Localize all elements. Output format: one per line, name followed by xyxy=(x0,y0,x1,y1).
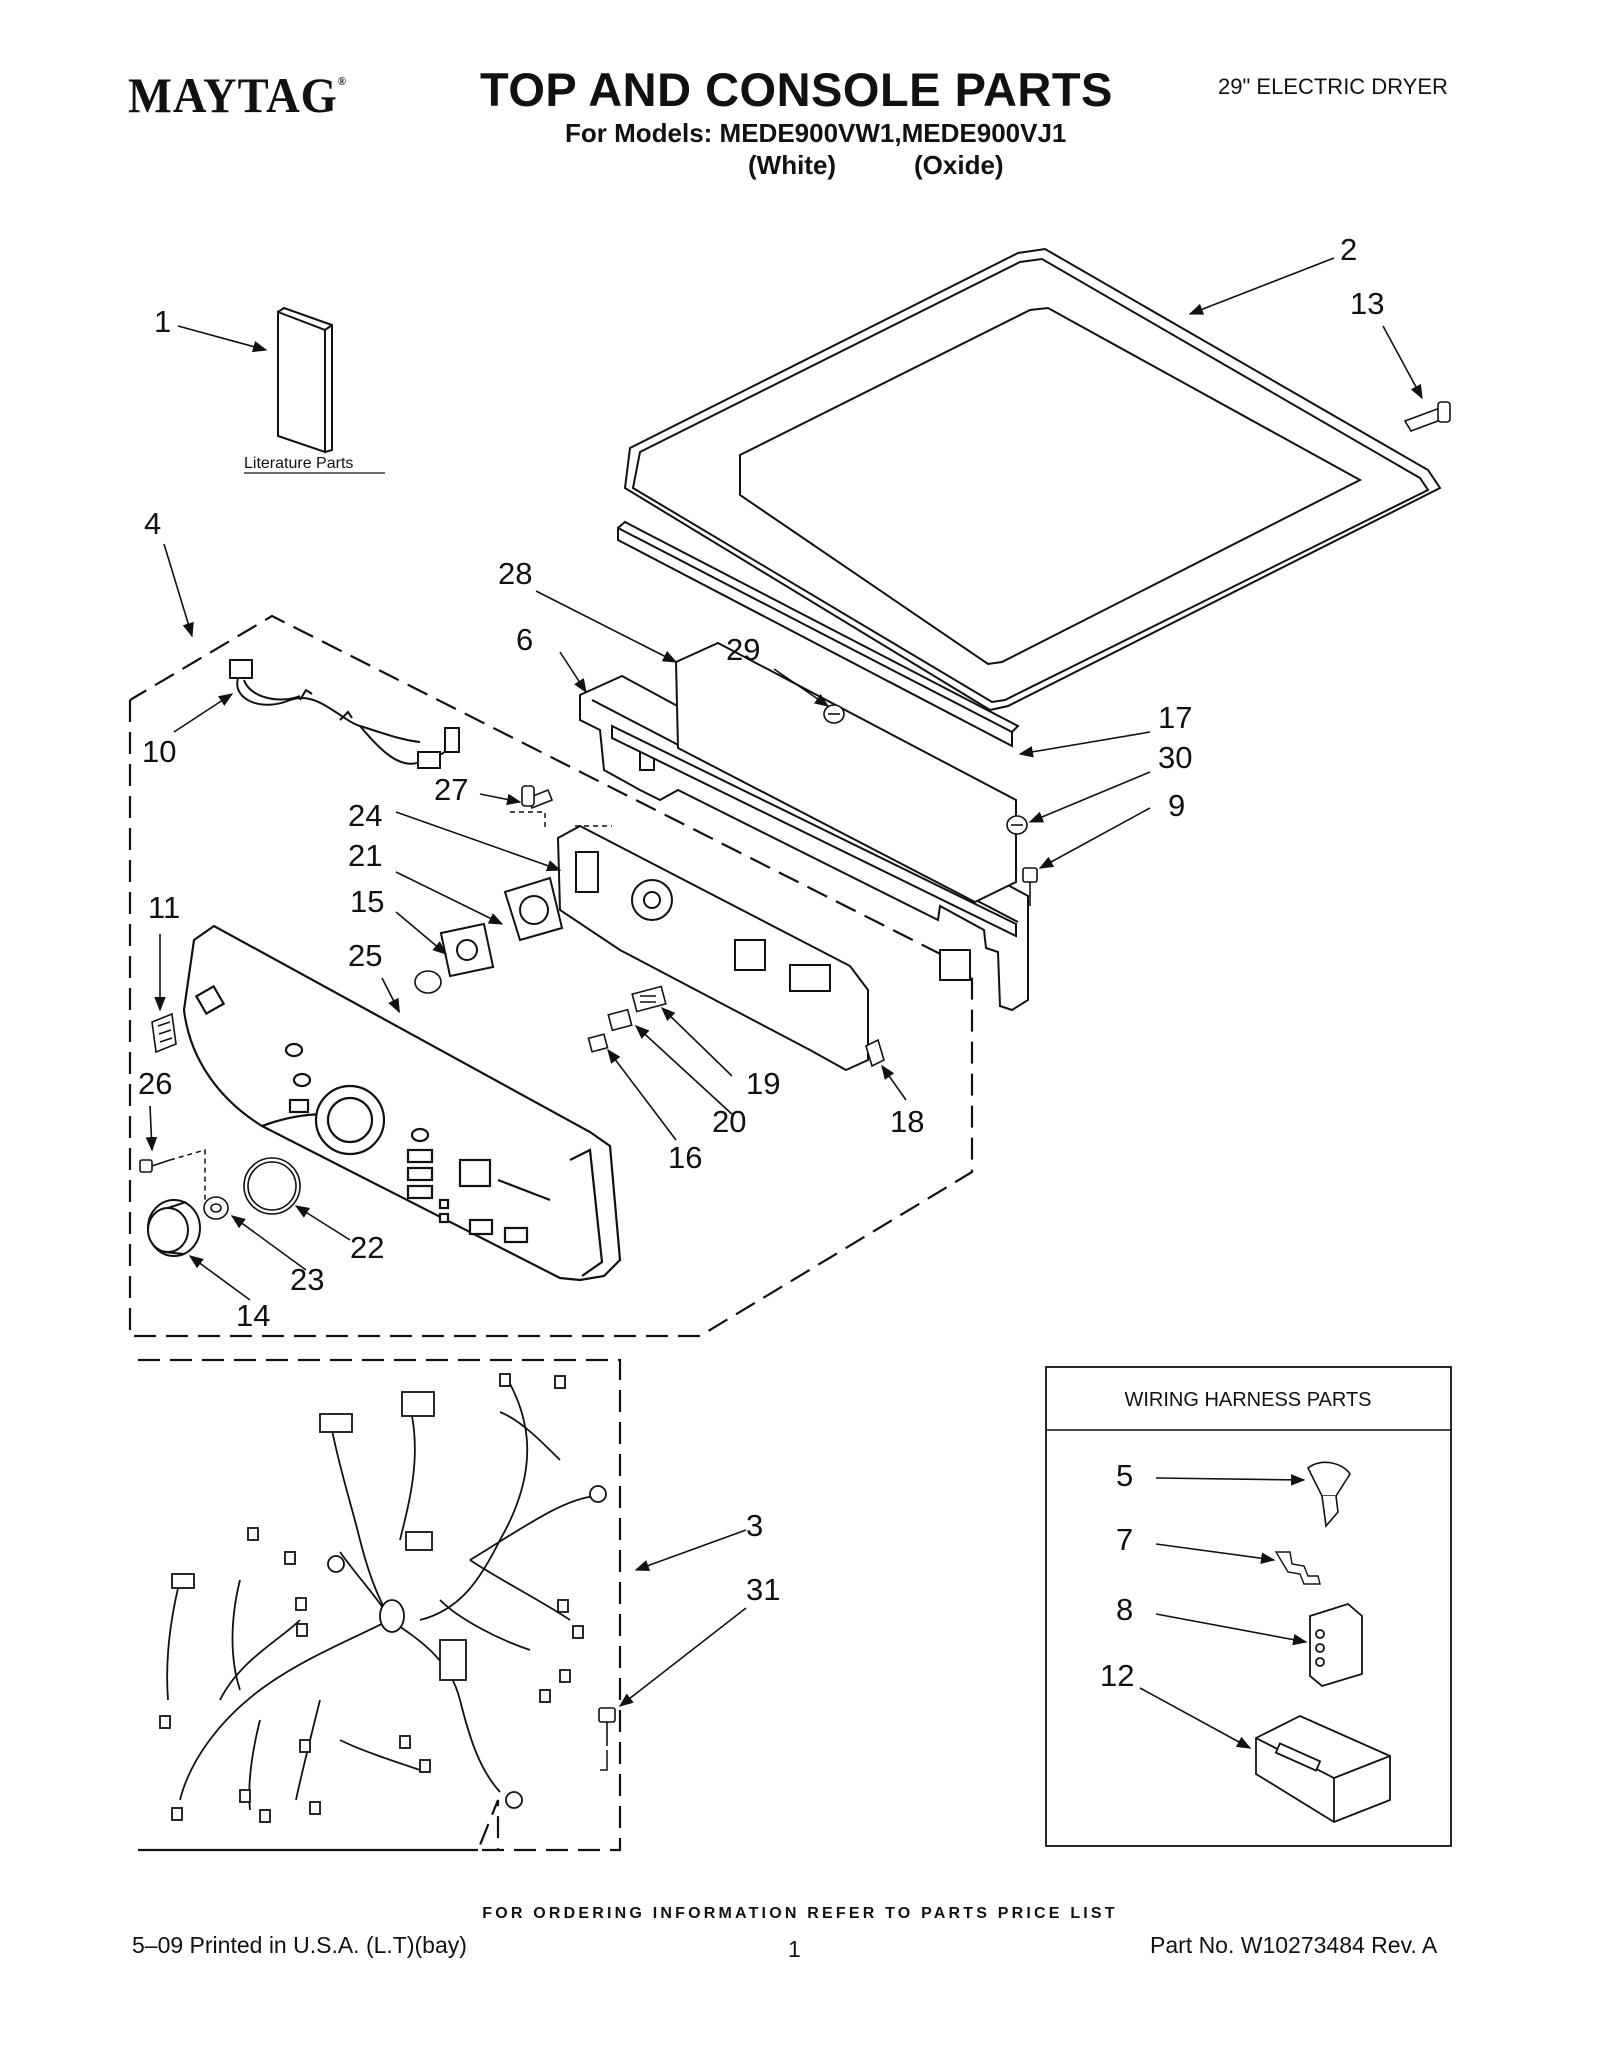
part-number: Part No. W10273484 Rev. A xyxy=(1150,1932,1438,1958)
harness-connector-housing xyxy=(1309,1602,1363,1688)
console-end-clip xyxy=(151,1012,177,1054)
knob-insert xyxy=(203,1196,229,1220)
callout-3: 3 xyxy=(746,1508,763,1543)
callout-31: 31 xyxy=(746,1572,780,1607)
callout-26: 26 xyxy=(138,1066,172,1101)
leader-lines xyxy=(145,257,1423,1749)
dryer-top-panel xyxy=(617,247,1442,748)
harness-clip xyxy=(1307,1461,1351,1528)
callout-18: 18 xyxy=(890,1104,924,1139)
callout-16: 16 xyxy=(668,1140,702,1175)
callout-24: 24 xyxy=(348,798,382,833)
console-panel xyxy=(182,924,622,1282)
callout-14: 14 xyxy=(236,1298,270,1333)
models-line: For Models: MEDE900VW1,MEDE900VJ1 xyxy=(565,118,1067,148)
callout-6: 6 xyxy=(516,622,533,657)
ground-screw xyxy=(598,1707,616,1746)
callout-11: 11 xyxy=(148,890,180,925)
console-shield xyxy=(674,641,1017,904)
callout-17: 17 xyxy=(1158,700,1192,735)
encoder-housing xyxy=(503,876,564,942)
variant-white: (White) xyxy=(748,150,837,180)
screw-alignment-guide xyxy=(510,811,612,830)
shield-clip-30 xyxy=(1006,815,1028,835)
callout-30: 30 xyxy=(1158,740,1192,775)
variant-oxide: (Oxide) xyxy=(914,150,1004,180)
print-info: 5–09 Printed in U.S.A. (L.T)(bay) xyxy=(132,1932,467,1958)
harness-assembly-boundary xyxy=(138,1358,622,1852)
button-key-19 xyxy=(631,985,667,1013)
button-key-16 xyxy=(587,1033,609,1053)
callout-20: 20 xyxy=(712,1104,746,1139)
console-screw xyxy=(521,785,554,810)
main-wire-harness xyxy=(159,1373,607,1823)
ground-screw-guide xyxy=(600,1750,608,1771)
callout-21: 21 xyxy=(348,838,382,873)
brand-name: MAYTAG xyxy=(128,67,338,123)
callout-25: 25 xyxy=(348,938,382,973)
console-assembly-boundary xyxy=(128,614,974,1338)
harness-connector-block xyxy=(1255,1715,1391,1824)
callout-2: 2 xyxy=(1340,232,1357,267)
top-screw xyxy=(1403,401,1451,432)
callout-9: 9 xyxy=(1168,788,1185,823)
callout-23: 23 xyxy=(290,1262,324,1297)
button-key-20 xyxy=(607,1008,633,1032)
ordering-note: FOR ORDERING INFORMATION REFER TO PARTS … xyxy=(482,1905,1118,1922)
brand-logo: MAYTAG® xyxy=(128,66,347,124)
callout-28: 28 xyxy=(498,556,532,591)
product-type: 29" ELECTRIC DRYER xyxy=(1218,74,1448,99)
harness-terminal xyxy=(1274,1551,1321,1585)
knob-ring xyxy=(243,1157,301,1215)
bracket-screw xyxy=(1022,867,1038,906)
callout-12: 12 xyxy=(1100,1658,1134,1693)
knob-alignment-guide xyxy=(169,1149,206,1200)
callout-8: 8 xyxy=(1116,1592,1133,1627)
callout-19: 19 xyxy=(746,1066,780,1101)
callout-15: 15 xyxy=(350,884,384,919)
callout-10: 10 xyxy=(142,734,176,769)
rotary-encoder xyxy=(439,922,495,978)
callout-4: 4 xyxy=(144,506,161,541)
knob-screw xyxy=(139,1159,171,1173)
wiring-harness-parts-box xyxy=(1045,1366,1452,1847)
registered-mark: ® xyxy=(337,74,347,88)
electronic-control-board xyxy=(556,824,869,1072)
literature-parts-label: Literature Parts xyxy=(244,455,353,472)
control-knob xyxy=(147,1199,201,1257)
front-trim-strip xyxy=(611,724,1017,938)
callout-22: 22 xyxy=(350,1230,384,1265)
encoder-disc xyxy=(414,970,442,994)
wiring-box-title: WIRING HARNESS PARTS xyxy=(1124,1389,1371,1411)
callout-1: 1 xyxy=(154,304,171,339)
shield-clip-29 xyxy=(823,704,845,724)
page-number: 1 xyxy=(788,1936,801,1962)
callout-27: 27 xyxy=(434,772,468,807)
literature-booklet xyxy=(277,306,333,454)
callout-7: 7 xyxy=(1116,1522,1133,1557)
console-latch xyxy=(865,1038,885,1068)
page-title: TOP AND CONSOLE PARTS xyxy=(480,63,1113,116)
callout-numbers: 1 2 3 4 5 6 7 8 9 10 11 12 13 14 15 16 1… xyxy=(138,232,1384,1693)
callout-29: 29 xyxy=(726,632,760,667)
console-wire-harness xyxy=(229,659,460,769)
callout-5: 5 xyxy=(1116,1458,1133,1493)
callout-13: 13 xyxy=(1350,286,1384,321)
